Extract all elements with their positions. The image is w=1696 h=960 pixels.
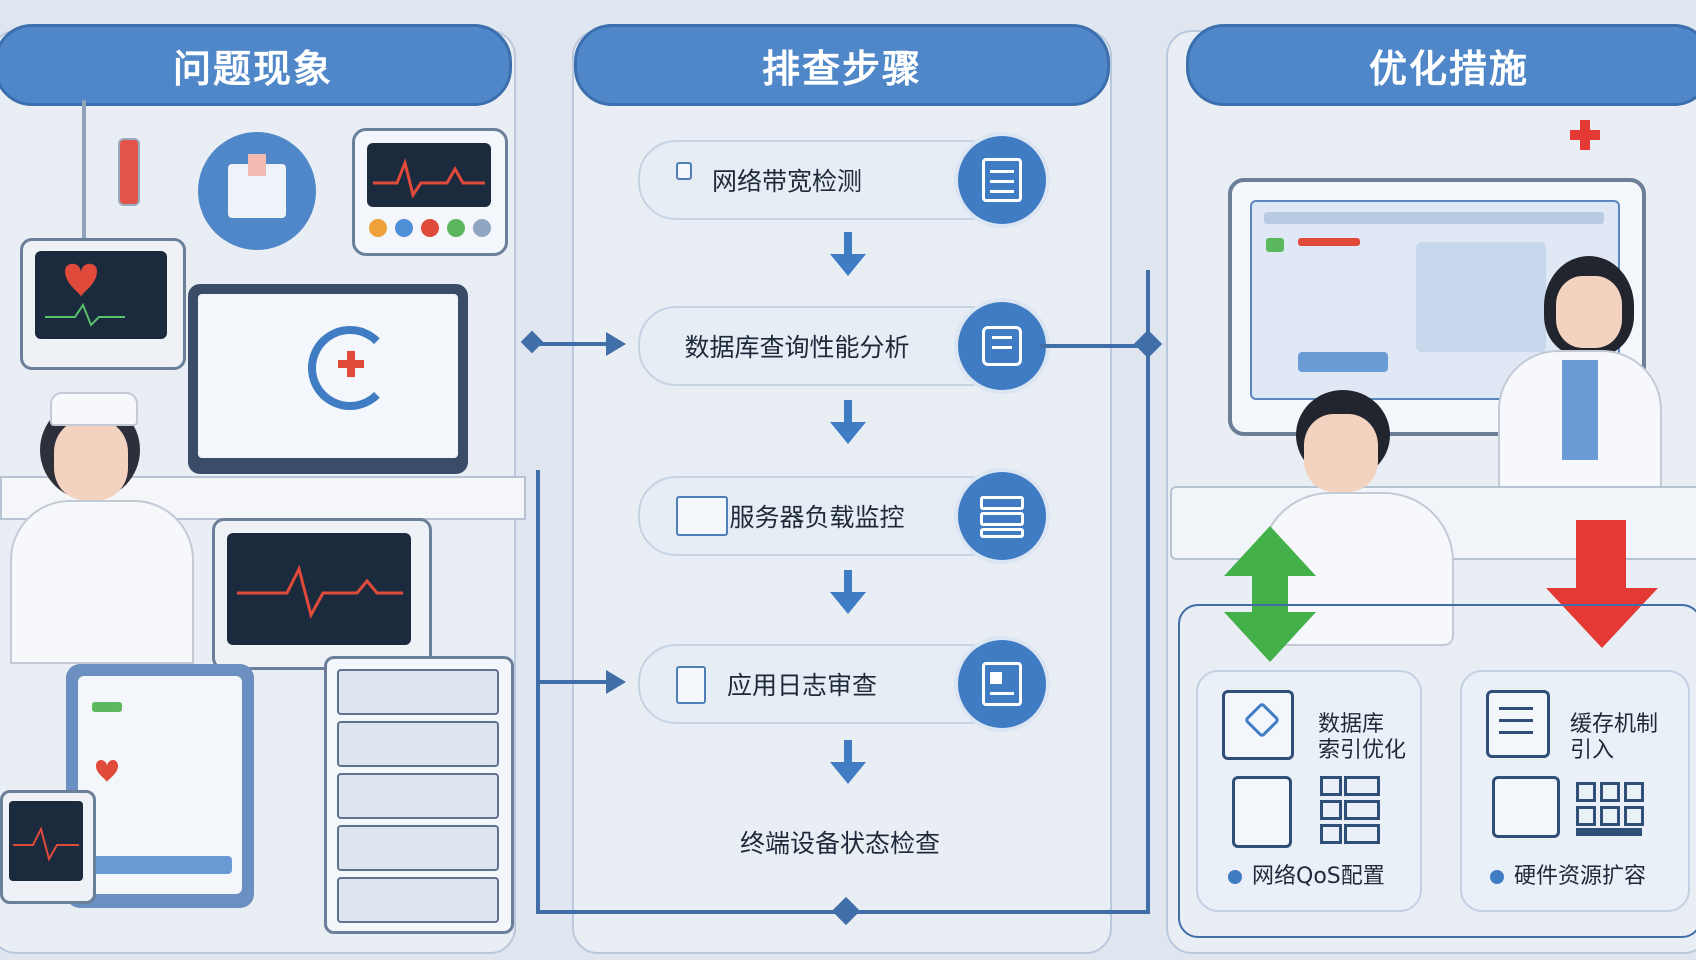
connector-bottom-right bbox=[1146, 270, 1150, 914]
step-app-logs: 应用日志审查 bbox=[638, 640, 1046, 728]
measures-title: 优化措施 bbox=[1368, 46, 1529, 91]
hardware-icon bbox=[1492, 776, 1560, 838]
bullet-dot-icon bbox=[1228, 870, 1242, 884]
arrow-right-icon bbox=[606, 332, 626, 356]
measure-bullet-label: 硬件资源扩容 bbox=[1490, 864, 1646, 890]
cache-icon bbox=[1486, 690, 1550, 758]
flow-chart-icon bbox=[1320, 776, 1380, 844]
connector-bottom-left bbox=[536, 470, 540, 914]
step-label: 数据库查询性能分析 bbox=[684, 333, 910, 362]
refresh-medical-icon bbox=[308, 326, 392, 410]
diamond-node-icon bbox=[520, 330, 544, 354]
down-red-arrow-icon bbox=[1576, 520, 1626, 590]
ekg-screen bbox=[212, 518, 432, 670]
bedside-monitor bbox=[0, 790, 96, 904]
log-small-icon bbox=[676, 666, 706, 704]
measures-container bbox=[1178, 604, 1696, 938]
database-icon bbox=[958, 302, 1046, 390]
measure-label: 数据库 索引优化 bbox=[1318, 712, 1407, 763]
flow-arrow-down-icon bbox=[830, 762, 866, 784]
network-qos-icon bbox=[1232, 776, 1292, 848]
hospital-badge-icon bbox=[198, 132, 316, 250]
network-small-icon bbox=[676, 162, 692, 180]
server-stack-icon bbox=[958, 472, 1046, 560]
step-label: 服务器负载监控 bbox=[729, 503, 905, 532]
memory-grid-icon bbox=[1576, 782, 1650, 838]
heart-small-icon bbox=[96, 760, 118, 782]
measures-header: 优化措施 bbox=[1186, 24, 1696, 106]
log-document-icon bbox=[958, 640, 1046, 728]
workstation-monitor bbox=[188, 284, 468, 474]
bullet-dot-icon bbox=[1490, 870, 1504, 884]
heart-icon bbox=[45, 263, 125, 327]
steps-title: 排查步骤 bbox=[761, 46, 922, 91]
vital-monitor bbox=[352, 128, 508, 256]
step-label: 网络带宽检测 bbox=[711, 167, 862, 196]
symptoms-title: 问题现象 bbox=[172, 46, 333, 91]
ekg-line-icon bbox=[237, 564, 403, 620]
step-network-bandwidth: 网络带宽检测 bbox=[638, 136, 1046, 224]
report-small-icon bbox=[676, 496, 728, 536]
arrow-right-icon bbox=[606, 670, 626, 694]
connector-left-to-logs bbox=[538, 680, 608, 684]
step-server-load: 服务器负载监控 bbox=[638, 472, 1046, 560]
measure-bullet-label: 网络QoS配置 bbox=[1228, 864, 1385, 890]
step-label: 终端设备状态检查 bbox=[739, 829, 940, 858]
measure-label: 缓存机制 引入 bbox=[1570, 712, 1659, 763]
flow-arrow-down-icon bbox=[830, 422, 866, 444]
flow-arrow-down-icon bbox=[830, 254, 866, 276]
connector-left-to-steps bbox=[528, 342, 608, 346]
measure-card-cache-hardware: 缓存机制 引入 硬件资源扩容 bbox=[1460, 670, 1690, 912]
patient-monitor bbox=[20, 238, 186, 370]
step-database-performance: 数据库查询性能分析 bbox=[638, 302, 1046, 390]
heartbeat-icon bbox=[373, 158, 485, 199]
flow-arrow-down-icon bbox=[830, 592, 866, 614]
step-label: 应用日志审查 bbox=[726, 671, 877, 700]
tablet-device bbox=[66, 664, 254, 908]
iv-pole bbox=[82, 100, 86, 270]
measure-card-db-network: 数据库 索引优化 网络QoS配置 bbox=[1196, 670, 1422, 912]
server-rack bbox=[324, 656, 514, 934]
steps-header: 排查步骤 bbox=[574, 24, 1110, 106]
iv-bag-icon bbox=[118, 138, 140, 206]
connector-steps-to-measures bbox=[1040, 344, 1150, 348]
step-terminal-devices: 终端设备状态检查 bbox=[700, 822, 980, 862]
up-down-green-arrow-icon bbox=[1224, 526, 1316, 576]
checklist-icon bbox=[958, 136, 1046, 224]
symptoms-header: 问题现象 bbox=[0, 24, 512, 106]
database-index-icon bbox=[1222, 690, 1294, 760]
